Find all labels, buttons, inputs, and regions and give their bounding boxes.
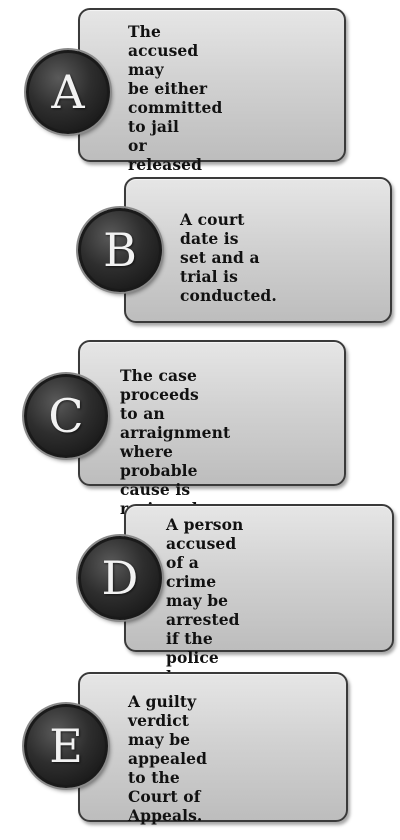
step-d-badge: D — [78, 536, 162, 620]
step-b-badge: B — [78, 208, 162, 292]
step-b-text: A court date is set and a trial is condu… — [180, 210, 277, 305]
step-d-card — [124, 504, 394, 652]
step-c-badge: C — [24, 374, 108, 458]
step-d-letter: D — [101, 551, 139, 605]
step-a-card — [78, 8, 346, 162]
step-c-letter: C — [48, 389, 84, 443]
step-e-letter: E — [49, 719, 83, 773]
step-c-text: The case proceeds to an arraignment wher… — [120, 366, 231, 518]
step-e-badge: E — [24, 704, 108, 788]
step-a-letter: A — [51, 65, 85, 119]
step-c-card — [78, 340, 346, 486]
step-b-letter: B — [103, 223, 137, 277]
step-e-card — [78, 672, 348, 822]
step-d-text: A person accused of a crime may be arres… — [166, 515, 244, 724]
step-b-card — [124, 177, 392, 323]
step-e-text: A guilty verdict may be appealed to the … — [128, 692, 208, 825]
step-a-badge: A — [26, 50, 110, 134]
